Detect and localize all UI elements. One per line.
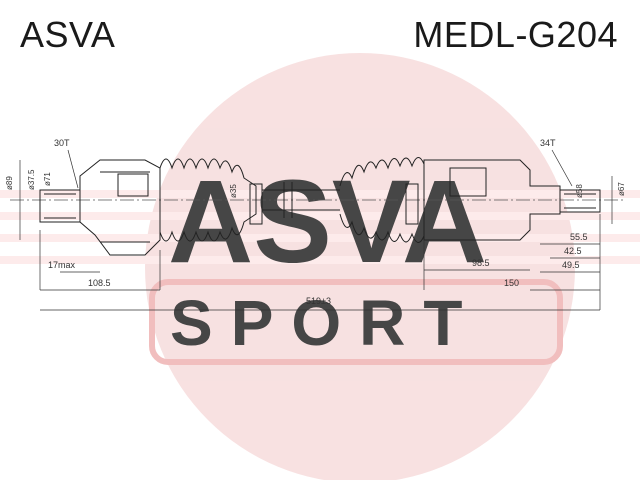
right-joint-ball	[449, 167, 487, 197]
dimension-lines	[19, 149, 613, 311]
dim-left-len: 108.5	[88, 278, 111, 288]
right-stub	[559, 189, 601, 213]
dim-r2: 42.5	[564, 246, 582, 256]
left-cv-housing	[79, 159, 161, 256]
dia-right-seal: ø58	[575, 184, 584, 198]
right-joint-housing	[423, 159, 561, 241]
dim-right-len: 150	[504, 278, 519, 288]
dim-r3: 49.5	[562, 260, 580, 270]
part-number: MEDL-G204	[413, 14, 618, 55]
watermark-logo: ASVA	[168, 156, 487, 288]
dim-total: 519±3	[306, 296, 331, 306]
dim-left-max: 17max	[48, 260, 76, 270]
dia-seal-left: ø37.5	[27, 169, 36, 190]
callout-left-spline: 30T	[54, 138, 70, 148]
shaft-assembly	[39, 157, 601, 256]
dia-outer-right: ø67	[617, 182, 626, 196]
dia-shaft: ø35	[229, 184, 238, 198]
callout-right-spline: 34T	[540, 138, 556, 148]
dia-inner-left: ø71	[43, 172, 52, 186]
left-clamp	[249, 183, 263, 225]
dim-mid: 98.5	[472, 258, 490, 268]
dim-r1: 55.5	[570, 232, 588, 242]
watermark-box	[149, 279, 563, 365]
watermark-sub: SPORT	[170, 287, 480, 359]
right-clamp	[405, 183, 419, 225]
left-boot	[159, 158, 257, 242]
watermark: ASVA SPORT	[0, 53, 640, 480]
dia-outer-left: ø89	[5, 176, 14, 190]
left-cv-ball	[117, 173, 149, 197]
brand-title: ASVA	[20, 14, 116, 55]
